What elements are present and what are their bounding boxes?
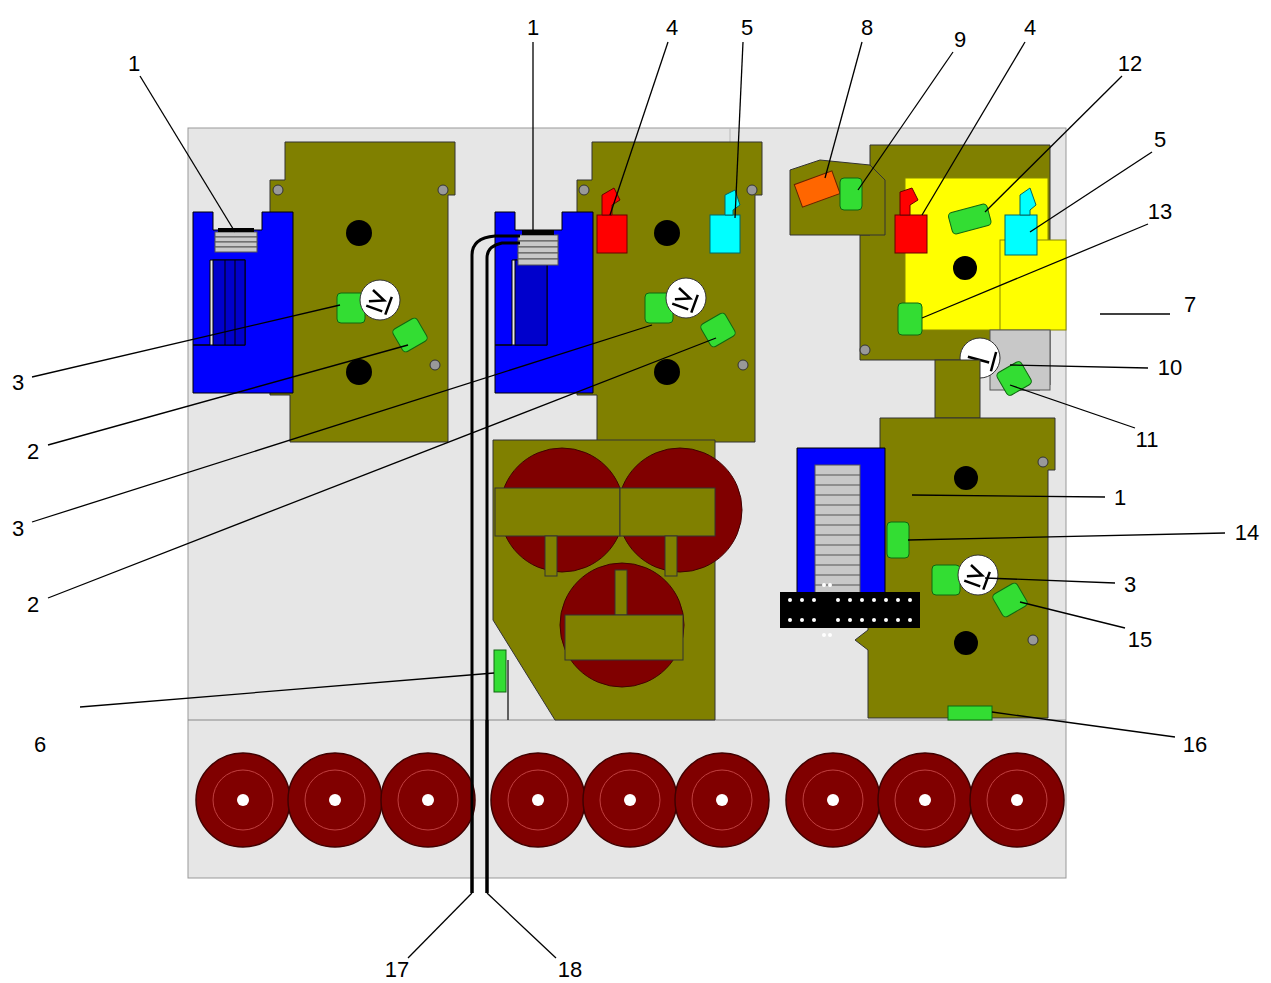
callout-number: 1 xyxy=(128,53,140,75)
callout-number: 9 xyxy=(954,29,966,51)
callout-number: 3 xyxy=(1124,574,1136,596)
callout-number: 11 xyxy=(1136,429,1159,451)
callout-number: 7 xyxy=(1184,294,1196,316)
callout-number: 12 xyxy=(1118,53,1142,75)
callout-number: 2 xyxy=(27,441,39,463)
callout-number: 13 xyxy=(1148,201,1172,223)
callout-number: 5 xyxy=(1154,129,1166,151)
callout-number: 16 xyxy=(1183,734,1207,756)
callout-number: 1 xyxy=(527,17,539,39)
callout-number: 6 xyxy=(34,734,46,756)
callout-number: 3 xyxy=(12,372,24,394)
callout-number: 3 xyxy=(12,518,24,540)
callout-number: 14 xyxy=(1235,522,1259,544)
callout-number: 4 xyxy=(666,17,678,39)
callout-number: 17 xyxy=(385,959,409,981)
callout-number: 2 xyxy=(27,594,39,616)
callout-number: 8 xyxy=(861,17,873,39)
callout-number: 1 xyxy=(1114,487,1126,509)
callout-number: 5 xyxy=(741,17,753,39)
callout-number: 4 xyxy=(1024,17,1036,39)
callout-number: 15 xyxy=(1128,629,1152,651)
callout-number: 10 xyxy=(1158,357,1182,379)
callout-number: 18 xyxy=(558,959,582,981)
